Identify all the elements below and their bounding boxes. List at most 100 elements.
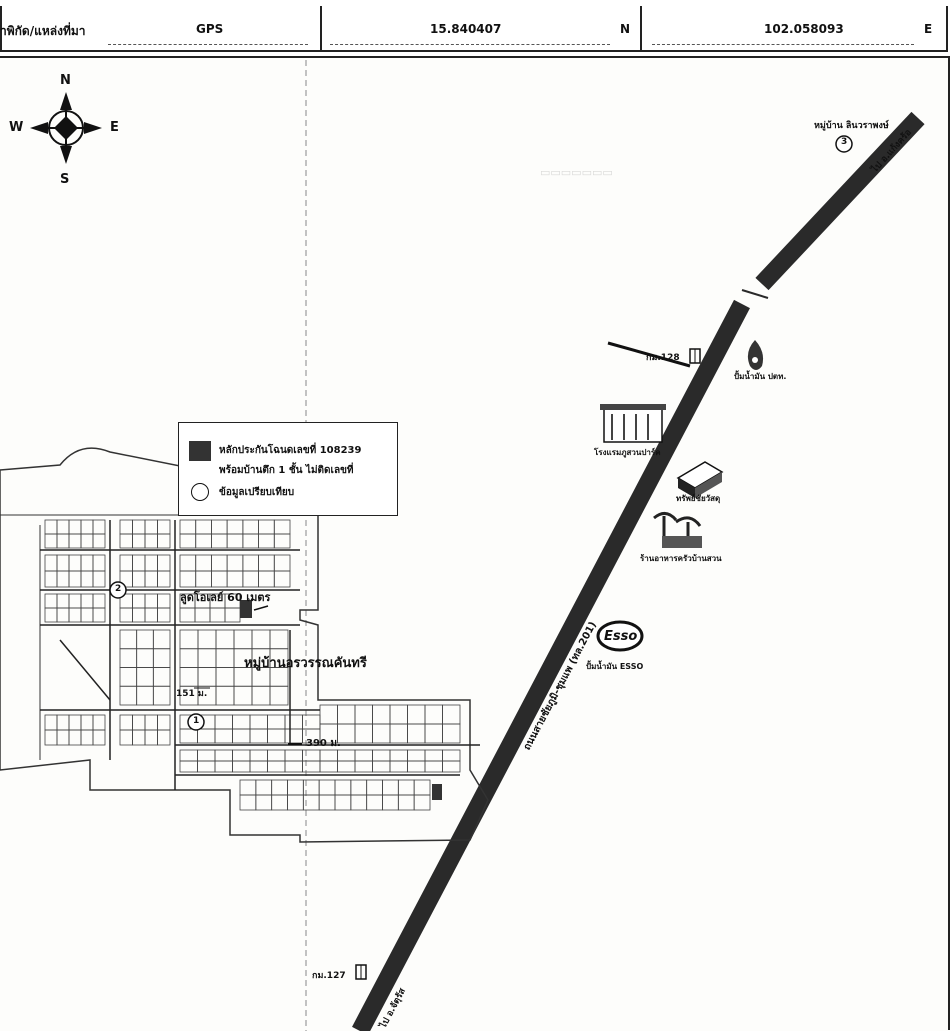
- lot: [179, 554, 197, 572]
- lot: [284, 760, 303, 773]
- lot: [44, 593, 58, 609]
- lot: [144, 714, 158, 731]
- lot: [442, 760, 461, 773]
- lot: [119, 729, 133, 746]
- lot: [239, 779, 257, 796]
- lot: [179, 570, 197, 588]
- header-cell-source: [0, 6, 322, 52]
- lot: [318, 779, 336, 796]
- lot: [197, 667, 217, 687]
- lot: [366, 794, 383, 811]
- lot: [214, 714, 233, 730]
- lot: [197, 760, 216, 773]
- lot: [389, 749, 408, 762]
- lot: [92, 570, 106, 588]
- lot: [232, 749, 251, 762]
- collateral-swatch: [189, 441, 211, 461]
- lot: [92, 554, 106, 572]
- lot: [132, 714, 146, 731]
- lot: [232, 728, 251, 744]
- lot: [56, 593, 70, 609]
- lot: [413, 794, 431, 811]
- lot: [44, 607, 58, 623]
- culdesac-label: ลูดโอเลย์ 60 เมตร: [180, 591, 271, 604]
- lot: [44, 570, 58, 588]
- lot: [242, 519, 259, 535]
- lot: [267, 749, 286, 762]
- lot: [92, 519, 106, 535]
- lot: [80, 519, 94, 535]
- lot: [157, 533, 171, 549]
- lot: [215, 667, 235, 687]
- hotel-label: โรงแรมภูสวนปาร์ค: [594, 448, 661, 457]
- marker-1-label: 1: [193, 716, 200, 726]
- lot: [195, 533, 212, 549]
- compass-w: W: [9, 120, 24, 135]
- lot: [215, 685, 235, 706]
- compass-n: N: [60, 73, 71, 88]
- lot: [413, 779, 431, 796]
- esso-logo-icon: [596, 620, 644, 652]
- lot: [354, 749, 373, 762]
- lot: [179, 760, 198, 773]
- lot: [215, 648, 235, 668]
- legend: หลักประกันโฉนดเลขที่ 108239 พร้อมบ้านตึก…: [178, 422, 398, 516]
- lot: [366, 779, 383, 796]
- lot: [144, 533, 158, 549]
- lot: [92, 714, 106, 731]
- lot: [249, 714, 268, 730]
- village-name-label: หมู่บ้านอรวรรณคันทรี: [244, 656, 367, 671]
- lot: [195, 519, 212, 535]
- lot: [372, 760, 391, 773]
- lot: [197, 648, 217, 668]
- lot: [337, 704, 356, 725]
- lot: [179, 728, 198, 744]
- lot: [354, 760, 373, 773]
- lot: [372, 704, 391, 725]
- lot: [68, 533, 82, 549]
- lot: [179, 607, 196, 623]
- lot: [56, 519, 70, 535]
- comparison-swatch: [191, 483, 209, 501]
- lot: [132, 729, 146, 746]
- lot: [152, 667, 171, 687]
- lot: [179, 749, 198, 762]
- restaurant-icon: [653, 512, 702, 548]
- lot: [424, 760, 443, 773]
- source-underline: [108, 44, 308, 45]
- lot: [197, 728, 216, 744]
- lot: [334, 794, 352, 811]
- longitude-underline: [652, 44, 914, 45]
- lot: [284, 728, 303, 744]
- lot: [251, 629, 271, 650]
- lot: [319, 760, 338, 773]
- lot: [136, 629, 154, 650]
- lot: [214, 760, 233, 773]
- lot: [214, 728, 233, 744]
- lot: [258, 533, 275, 549]
- lot: [119, 554, 133, 572]
- lot: [80, 729, 94, 746]
- lot: [397, 779, 415, 796]
- lot: [424, 749, 443, 762]
- lot: [271, 779, 288, 796]
- lot: [226, 570, 244, 588]
- highway-201: [352, 111, 925, 1031]
- lot: [136, 667, 154, 687]
- comparison-plot: [432, 784, 442, 800]
- lot: [56, 607, 70, 623]
- lot: [273, 533, 291, 549]
- lot: [269, 685, 289, 706]
- lot: [136, 685, 154, 706]
- compass-e: E: [110, 120, 119, 135]
- lot: [284, 714, 303, 730]
- lot: [132, 593, 146, 609]
- lot: [157, 607, 171, 623]
- lot: [337, 749, 356, 762]
- village-lots: [44, 519, 461, 811]
- lot: [226, 554, 244, 572]
- lot: [68, 519, 82, 535]
- ptt-label: ปั้มน้ำมัน ปตท.: [734, 372, 787, 381]
- lot: [179, 519, 197, 535]
- marker-2-label: 2: [115, 584, 122, 594]
